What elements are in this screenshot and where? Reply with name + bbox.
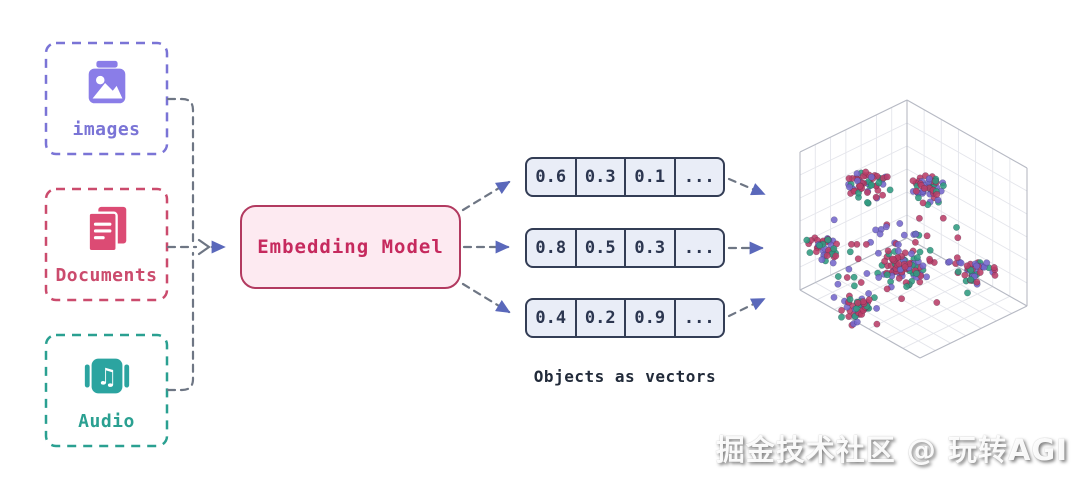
source-label-audio: Audio [78, 410, 135, 432]
vector-cell: 0.3 [626, 230, 676, 266]
vector-cell: 0.6 [527, 159, 577, 195]
vector-cell-ellipsis: ... [683, 167, 715, 187]
merge-chevron-icon [197, 238, 211, 256]
watermark: 掘金技术社区 @ 玩转AGI [715, 433, 1068, 467]
vector-row-1: 0.6 0.3 0.1 ... [525, 157, 725, 197]
svg-text:♫: ♫ [96, 364, 117, 390]
vector-cell: 0.4 [527, 300, 577, 336]
vector-cell: 0.3 [577, 159, 626, 195]
connector-vector-3-to-plot [727, 297, 766, 318]
images-icon [88, 60, 125, 103]
connector-audio-to-model [166, 251, 195, 392]
connector-model-to-vector-3 [461, 282, 511, 314]
vector-cell: 0.1 [626, 159, 676, 195]
embedding-model-box[interactable]: Embedding Model [240, 205, 461, 289]
vector-cell-ellipsis: ... [683, 308, 715, 328]
vector-row-2: 0.8 0.5 0.3 ... [525, 228, 725, 268]
vector-cell: 0.9 [626, 300, 676, 336]
source-box-images[interactable]: images [45, 42, 168, 155]
vector-row-3: 0.4 0.2 0.9 ... [525, 298, 725, 338]
audio-box-border [44, 333, 169, 448]
embedding-model-label: Embedding Model [257, 236, 444, 258]
source-label-documents: Documents [55, 264, 158, 286]
vector-cell-ellipsis: ... [683, 238, 715, 258]
vector-cell: 0.8 [527, 230, 577, 266]
connector-model-to-vector-1 [461, 180, 511, 212]
source-box-audio[interactable]: ♫ Audio [45, 334, 168, 447]
source-box-documents[interactable]: Documents [45, 188, 168, 301]
documents-icon [87, 206, 126, 252]
vector-space-plot-points [803, 168, 999, 329]
documents-box-border [44, 187, 169, 302]
images-box-border [44, 41, 169, 156]
connector-vector-1-to-plot [727, 177, 766, 196]
vector-cell: 0.5 [577, 230, 626, 266]
objects-as-vectors-caption: Objects as vectors [533, 367, 717, 386]
audio-icon: ♫ [84, 358, 129, 393]
source-label-images: images [72, 118, 141, 140]
vector-space-plot-grid [799, 99, 1028, 359]
vector-cell: 0.2 [577, 300, 626, 336]
connector-images-to-model [166, 97, 195, 243]
